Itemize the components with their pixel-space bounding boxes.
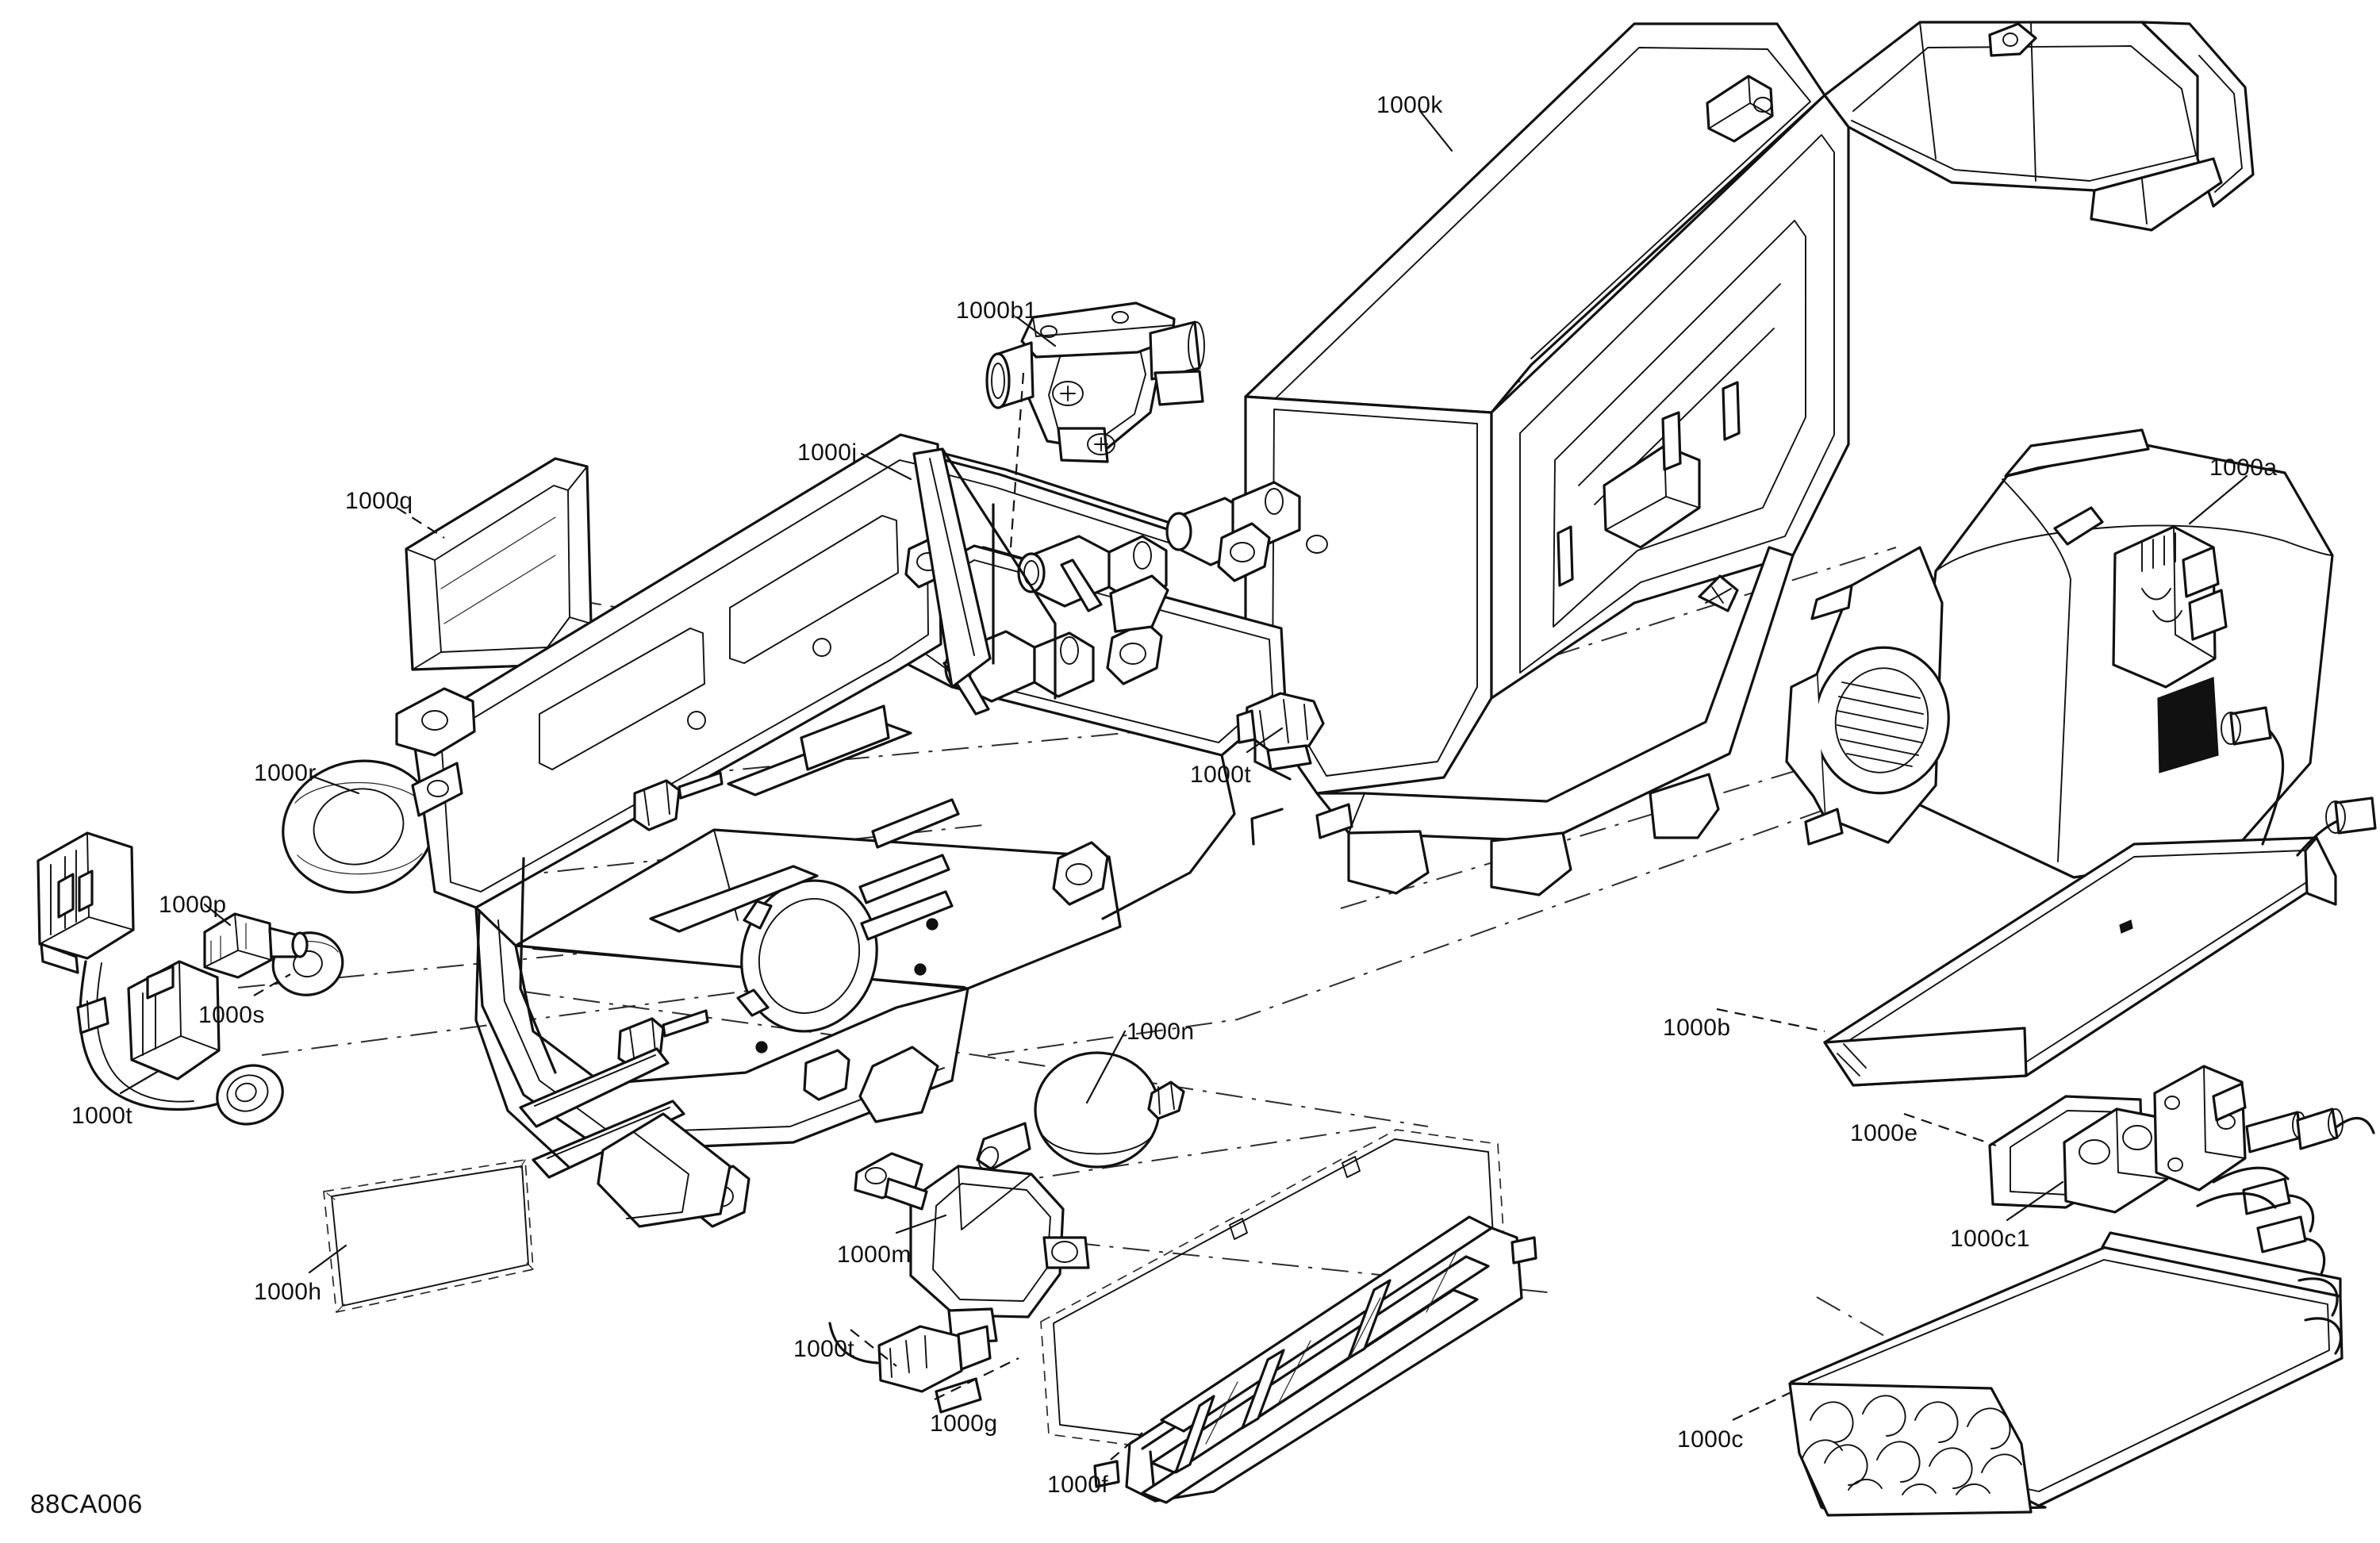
- callout-1000r[interactable]: 1000r: [254, 760, 317, 786]
- fan-blades: [1837, 681, 1924, 767]
- part-1000c-evaporator-core: [1788, 1166, 2344, 1517]
- callout-1000a[interactable]: 1000a: [2209, 455, 2278, 481]
- callout-1000c1[interactable]: 1000c1: [1950, 1226, 2030, 1252]
- part-1000h-filter-element: [323, 1159, 534, 1314]
- callout-1000g[interactable]: 1000g: [930, 1411, 998, 1437]
- callout-1000h[interactable]: 1000h: [254, 1279, 322, 1305]
- callout-1000j[interactable]: 1000j: [797, 439, 858, 466]
- part-1000t-center-clip: [1236, 692, 1325, 771]
- part-1000f-louver-grille: [1093, 1215, 1537, 1504]
- callout-1000s[interactable]: 1000s: [198, 1002, 265, 1028]
- callout-1000b1[interactable]: 1000b1: [956, 297, 1038, 324]
- callout-1000k[interactable]: 1000k: [1376, 92, 1443, 118]
- part-1000t-resistor-connector: [828, 1322, 992, 1414]
- callout-1000b[interactable]: 1000b: [1663, 1015, 1731, 1041]
- part-1000b-heater-core: [1823, 706, 2377, 1087]
- callout-1000q[interactable]: 1000q: [345, 488, 413, 514]
- part-1000a-blower-motor: [1785, 428, 2334, 879]
- part-1000t-wiring-harness-left: [36, 831, 284, 1126]
- motor-fins: [2141, 532, 2182, 623]
- part-1000m-blower-resistor: [854, 1152, 1090, 1344]
- callout-1000e[interactable]: 1000e: [1850, 1120, 1918, 1146]
- part-1000b1-mode-actuator: [985, 301, 1205, 548]
- part-1000n-vacuum-actuator: [976, 1051, 1185, 1171]
- callout-1000t-harness[interactable]: 1000t: [71, 1103, 133, 1129]
- evaporator-fins: [1802, 1395, 2022, 1495]
- leader-lines: [119, 109, 2248, 1460]
- part-1000p-temperature-sensor: [203, 912, 309, 979]
- callout-1000t-resistor[interactable]: 1000t: [793, 1336, 855, 1362]
- callout-1000f[interactable]: 1000f: [1047, 1472, 1109, 1498]
- callout-1000n[interactable]: 1000n: [1127, 1019, 1195, 1045]
- callout-1000p[interactable]: 1000p: [159, 892, 227, 918]
- part-1000c1-expansion-valve: [2063, 1065, 2375, 1214]
- part-main-housing-body: [395, 433, 1328, 1228]
- callout-1000t-center[interactable]: 1000t: [1190, 762, 1252, 788]
- part-1000k-blower-housing: [1244, 21, 2255, 896]
- callout-1000c[interactable]: 1000c: [1677, 1426, 1744, 1453]
- part-1000q-outlet-seal: [405, 457, 593, 671]
- evaporator-return-bends: [2196, 1166, 2343, 1355]
- callout-1000m[interactable]: 1000m: [837, 1242, 912, 1268]
- drawing-number: 88CA006: [30, 1489, 143, 1518]
